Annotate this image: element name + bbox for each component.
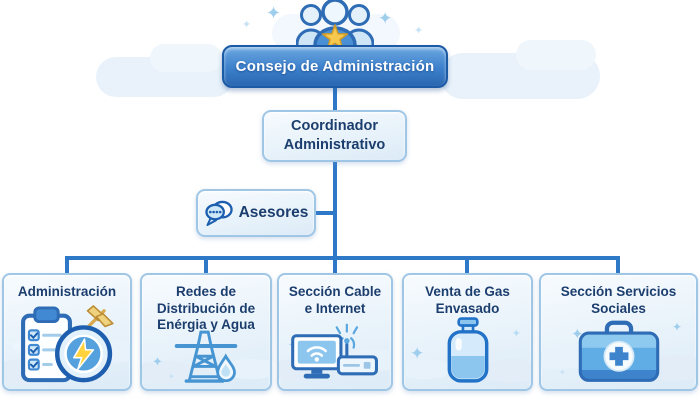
coordinator-label-line: Administrativo [283,137,386,153]
dept-title-line: Sociales [591,300,646,316]
dept-title: Redes de Distribución de Enérgia y Agua [142,275,270,334]
dept-box-administracion: Administración [2,273,132,391]
dept-title: Administración [4,275,130,301]
sparkle-icon: ✦ [559,368,566,377]
first-aid-kit-icon [578,320,659,382]
connector-coordinator-trunk [333,160,337,260]
connector-drop-cable [333,256,337,274]
dept-box-venta-gas: ✦ ✦ Venta de Gas Envasado [402,273,533,391]
dept-box-cable-internet: ✦ Sección Cable e Internet [277,273,393,391]
dept-title-line: Administración [17,284,117,299]
node-coordinador-administrativo: Coordinador Administrativo [262,110,407,162]
sparkle-icon: ✦ [410,344,425,363]
sparkle-icon: ✦ [414,25,424,37]
sparkle-icon: ✦ [378,9,393,28]
sparkle-icon: ✦ [266,3,282,23]
sparkle-icon: ✦ [511,328,521,340]
root-node-label: Consejo de Administración [235,58,435,75]
node-consejo-de-administracion: Consejo de Administración [222,45,448,88]
dept-title: Venta de Gas Envasado [404,275,531,317]
dept-title-line: Redes de [175,284,237,299]
advisors-label: Asesores [238,204,309,221]
dept-title-line: Distribución de [156,300,256,316]
connector-advisors [314,211,335,215]
chat-bubbles-icon [204,200,233,226]
transmission-tower-water-drop-icon [174,330,238,383]
cloud-decoration [516,40,596,70]
connector-drop-administracion [65,256,69,274]
dept-title-line: Enérgia y Agua [157,317,255,333]
cloud-decoration [142,361,196,383]
cloud-decoration [541,349,587,369]
gas-cylinder-icon [447,317,488,383]
clipboard-checklist-lightning-icon [21,305,114,383]
connector-drop-redes [204,256,208,274]
connector-drop-sociales [616,256,620,274]
dept-title-line: e Internet [304,300,366,316]
sparkle-icon: ✦ [671,320,682,334]
sparkle-icon: ✦ [168,372,175,381]
dept-title-line: Envasado [435,300,500,316]
monitor-router-internet-icon [291,323,378,379]
cloud-decoration [150,44,222,72]
node-asesores: Asesores [196,189,316,237]
connector-drop-gas [465,256,469,274]
dept-title: Sección Cable e Internet [279,275,391,317]
dept-title-line: Venta de Gas [425,284,510,299]
connector-root-coordinator [333,86,337,112]
dept-box-servicios-sociales: ✦ ✦ ✦ Sección Servicios Sociales [539,273,698,391]
dept-title-line: Sección Servicios [560,284,677,299]
connector-horizontal-bar [65,256,620,260]
coordinator-label-line: Coordinador [291,118,378,135]
dept-title: Sección Servicios Sociales [541,275,696,317]
dept-box-redes-distribucion: ✦ ✦ Redes de Distribución de Enérgia y A… [140,273,272,391]
cloud-decoration [404,359,452,379]
sparkle-icon: ✦ [152,354,163,369]
dept-title-line: Sección Cable [288,284,382,299]
sparkle-icon: ✦ [242,19,252,31]
